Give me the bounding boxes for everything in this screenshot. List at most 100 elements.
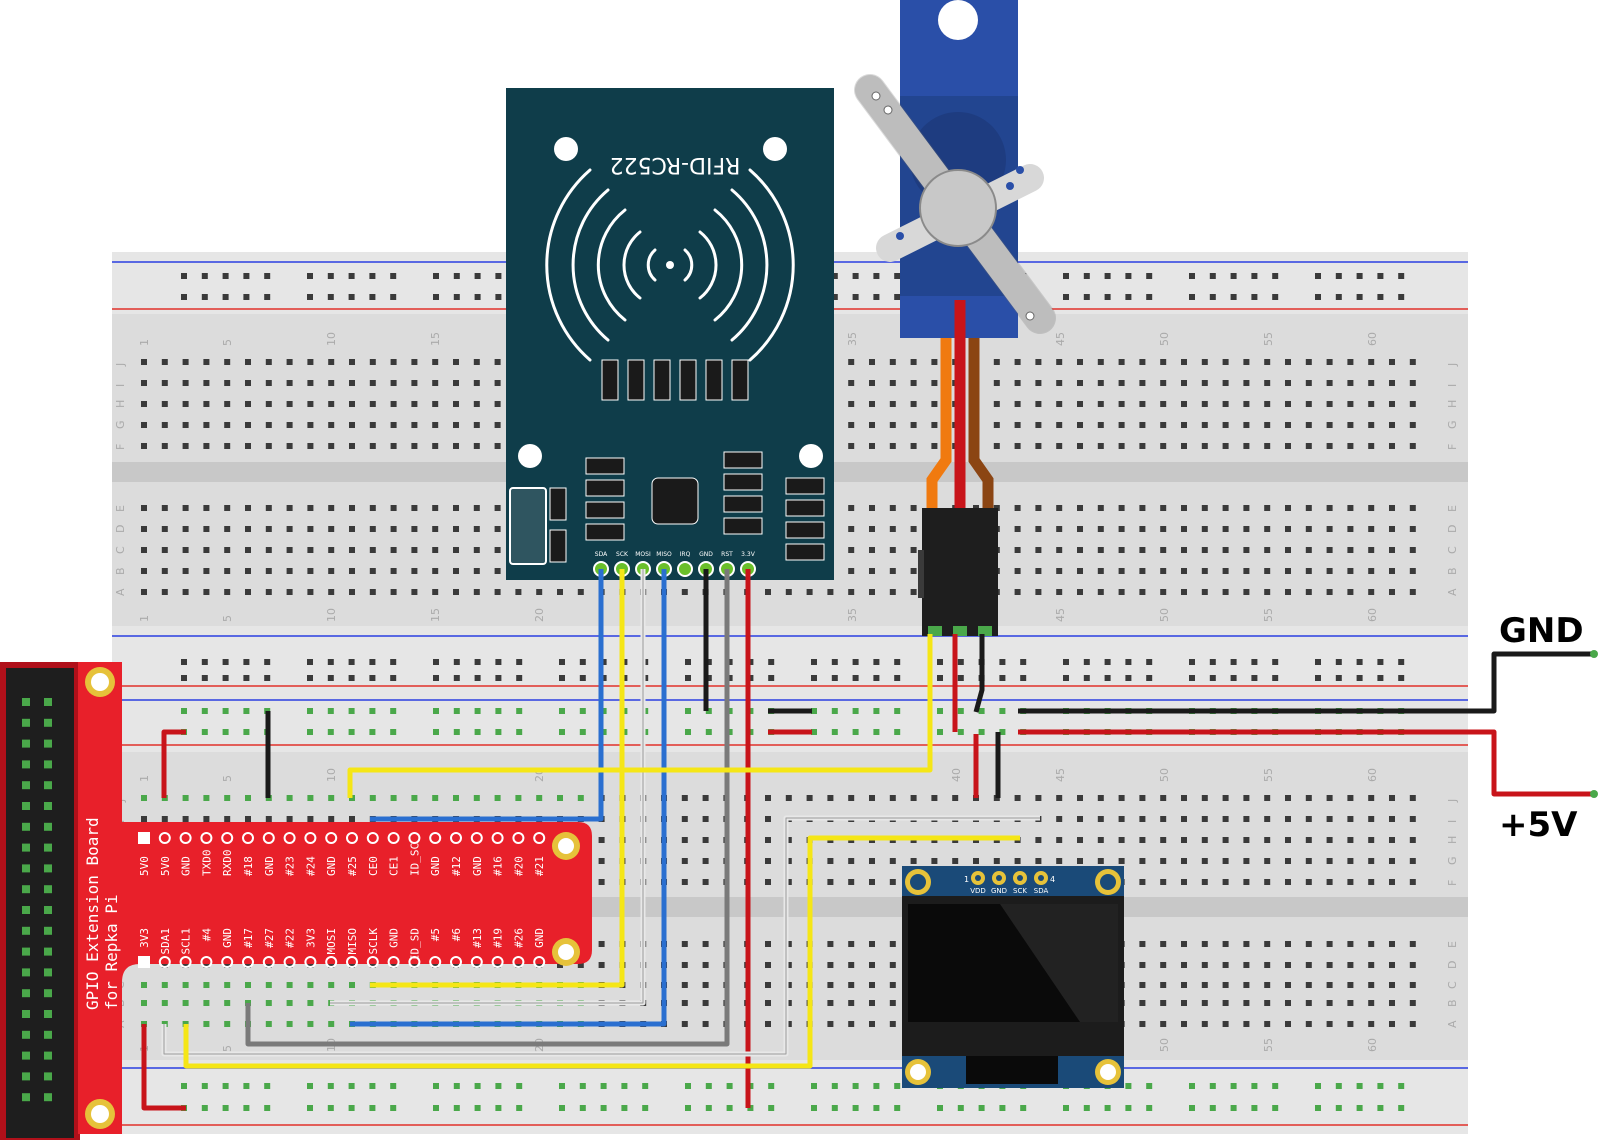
- breadboard-hole: [1243, 526, 1250, 532]
- breadboard-hole: [873, 1083, 880, 1089]
- breadboard-hole: [390, 273, 397, 279]
- breadboard-hole: [1285, 505, 1291, 511]
- breadboard-hole: [852, 708, 859, 714]
- breadboard-hole: [598, 962, 605, 968]
- breadboard-hole: [889, 422, 896, 428]
- breadboard-hole: [1326, 1021, 1333, 1027]
- breadboard-hole: [1181, 380, 1187, 386]
- breadboard-hole: [1209, 659, 1216, 665]
- breadboard-hole: [515, 795, 522, 801]
- wire-ext-vcc: [1018, 729, 1594, 797]
- breadboard-hole: [1063, 659, 1069, 665]
- breadboard-hole: [579, 659, 586, 665]
- breadboard-hole: [1368, 795, 1375, 801]
- breadboard-hole: [1285, 401, 1291, 407]
- gpio-pin-pad: [179, 832, 192, 844]
- breadboard-hole: [224, 401, 231, 407]
- breadboard-hole: [369, 589, 376, 595]
- gpio-pin-pad: [158, 956, 171, 968]
- breadboard-hole: [369, 795, 376, 801]
- breadboard-hole: [557, 962, 563, 968]
- gpio-pin-pad: [158, 832, 171, 844]
- breadboard-hole: [390, 962, 397, 968]
- breadboard-hole: [999, 708, 1006, 714]
- breadboard-hole: [827, 879, 834, 885]
- column-number-label: 50: [1158, 608, 1171, 622]
- breadboard-hole: [957, 1105, 964, 1111]
- breadboard-hole: [1285, 858, 1291, 864]
- breadboard-hole: [1326, 568, 1333, 574]
- breadboard-hole: [1347, 962, 1354, 968]
- breadboard-hole: [1209, 1105, 1216, 1111]
- breadboard-hole: [182, 526, 189, 532]
- breadboard-hole: [1056, 568, 1063, 574]
- breadboard-hole: [1181, 505, 1187, 511]
- breadboard-hole: [1356, 273, 1363, 279]
- breadboard-hole: [1160, 443, 1167, 449]
- breadboard-hole: [559, 659, 565, 665]
- breadboard-hole: [1125, 273, 1132, 279]
- breadboard-hole: [1201, 858, 1208, 864]
- breadboard-hole: [1139, 879, 1146, 885]
- breadboard-hole: [307, 795, 314, 801]
- breadboard-hole: [1409, 858, 1416, 864]
- row-letter-label: F: [114, 444, 127, 450]
- column-number-label: 55: [1262, 332, 1275, 346]
- header-pin: [22, 760, 30, 769]
- breadboard-hole: [307, 659, 313, 665]
- breadboard-hole: [264, 273, 271, 279]
- gpio-pin-pad: [429, 832, 442, 844]
- breadboard-hole: [1035, 401, 1042, 407]
- header-pin: [22, 968, 30, 977]
- breadboard-hole: [390, 401, 397, 407]
- breadboard-hole: [1264, 547, 1271, 553]
- breadboard-hole: [349, 526, 355, 532]
- breadboard-hole: [1398, 1083, 1405, 1089]
- breadboard-hole: [848, 505, 855, 511]
- breadboard-hole: [557, 589, 563, 595]
- breadboard-hole: [453, 401, 459, 407]
- gpio-pin-pad: [304, 832, 317, 844]
- breadboard-hole: [1264, 443, 1271, 449]
- breadboard-hole: [432, 443, 439, 449]
- breadboard-hole: [1409, 526, 1416, 532]
- breadboard-hole: [286, 816, 293, 822]
- breadboard-hole: [265, 547, 272, 553]
- servo-motor: [854, 0, 1056, 636]
- breadboard-hole: [222, 1105, 229, 1111]
- breadboard-hole: [1181, 568, 1187, 574]
- breadboard-hole: [1035, 505, 1042, 511]
- gpio-pin-label: MISO: [346, 928, 359, 955]
- breadboard-hole: [827, 589, 834, 595]
- breadboard-hole: [286, 568, 293, 574]
- breadboard-hole: [765, 589, 771, 595]
- breadboard-hole: [811, 1083, 817, 1089]
- row-letter-label: J: [114, 363, 127, 367]
- breadboard-hole: [1243, 359, 1250, 365]
- breadboard-hole: [390, 443, 397, 449]
- gpio-pin-pad: [450, 956, 462, 968]
- breadboard-hole: [873, 294, 880, 300]
- breadboard-hole: [768, 1105, 775, 1111]
- breadboard-hole: [1201, 422, 1208, 428]
- breadboard-hole: [681, 1000, 688, 1006]
- breadboard-hole: [785, 962, 792, 968]
- breadboard-hole: [222, 273, 229, 279]
- breadboard-hole: [265, 1021, 272, 1027]
- breadboard-hole: [307, 505, 314, 511]
- breadboard-hole: [161, 422, 168, 428]
- breadboard-hole: [473, 422, 480, 428]
- breadboard-hole: [369, 505, 376, 511]
- breadboard-hole: [931, 380, 938, 386]
- breadboard-hole: [201, 273, 208, 279]
- breadboard-hole: [390, 526, 397, 532]
- breadboard-hole: [1056, 589, 1063, 595]
- breadboard-hole: [516, 675, 523, 681]
- breadboard-hole: [328, 568, 335, 574]
- breadboard-hole: [889, 359, 896, 365]
- breadboard-hole: [852, 675, 859, 681]
- breadboard-hole: [1264, 1000, 1271, 1006]
- breadboard-hole: [848, 359, 855, 365]
- breadboard-hole: [1347, 401, 1354, 407]
- breadboard-hole: [577, 962, 584, 968]
